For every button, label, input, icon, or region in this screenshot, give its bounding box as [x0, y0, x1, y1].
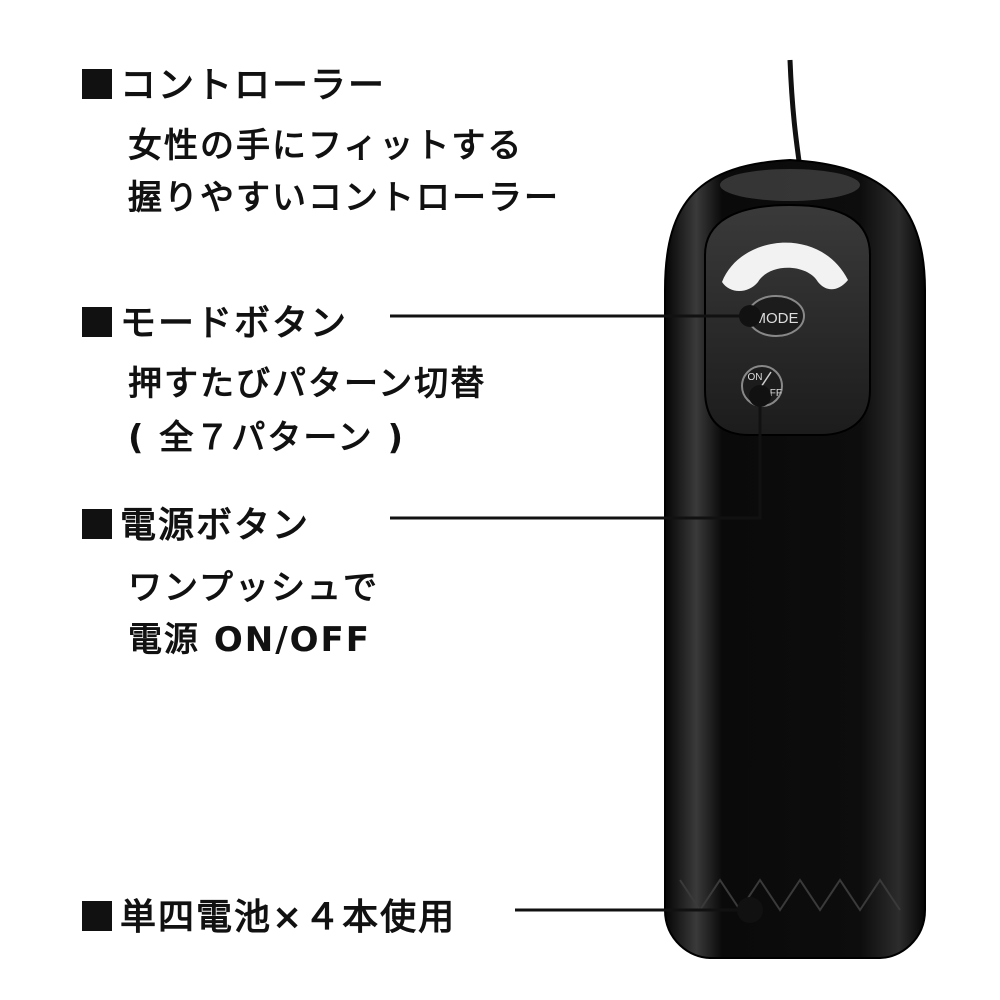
- mode-desc-line2: ( 全７パターン ): [128, 418, 406, 458]
- power-heading-text: 電源ボタン: [120, 505, 311, 546]
- power-button-off-label: OFF: [762, 388, 782, 399]
- bullet-square: [82, 307, 112, 337]
- top-highlight: [720, 169, 860, 201]
- controller-desc-line1: 女性の手にフィットする: [128, 126, 524, 166]
- controller-desc-line2: 握りやすいコントローラー: [128, 178, 560, 218]
- mode-heading-text: モードボタン: [120, 303, 349, 344]
- controller-heading: コントローラー: [82, 56, 386, 108]
- battery-callout-dot: [737, 897, 763, 923]
- bullet-square: [82, 509, 112, 539]
- power-desc-line1: ワンプッシュで: [128, 568, 379, 608]
- arc-indicator: [722, 242, 848, 291]
- bullet-square: [82, 901, 112, 931]
- mode-heading: モードボタン: [82, 294, 348, 346]
- power-button-on-label: ON: [748, 372, 763, 383]
- battery-heading: 単四電池×４本使用: [82, 888, 456, 940]
- mode-callout-dot: [739, 305, 761, 327]
- power-callout-line: [390, 396, 762, 520]
- controller-heading-text: コントローラー: [120, 65, 387, 106]
- mode-desc-line1: 押すたびパターン切替: [128, 364, 487, 404]
- cord: [787, 59, 803, 169]
- power-heading: 電源ボタン: [82, 496, 310, 548]
- bullet-square: [82, 69, 112, 99]
- power-desc-line2: 電源 ON/OFF: [128, 620, 371, 660]
- mode-button-label: MODE: [754, 310, 799, 327]
- battery-heading-text: 単四電池×４本使用: [120, 897, 457, 938]
- grip-pattern: [679, 878, 901, 912]
